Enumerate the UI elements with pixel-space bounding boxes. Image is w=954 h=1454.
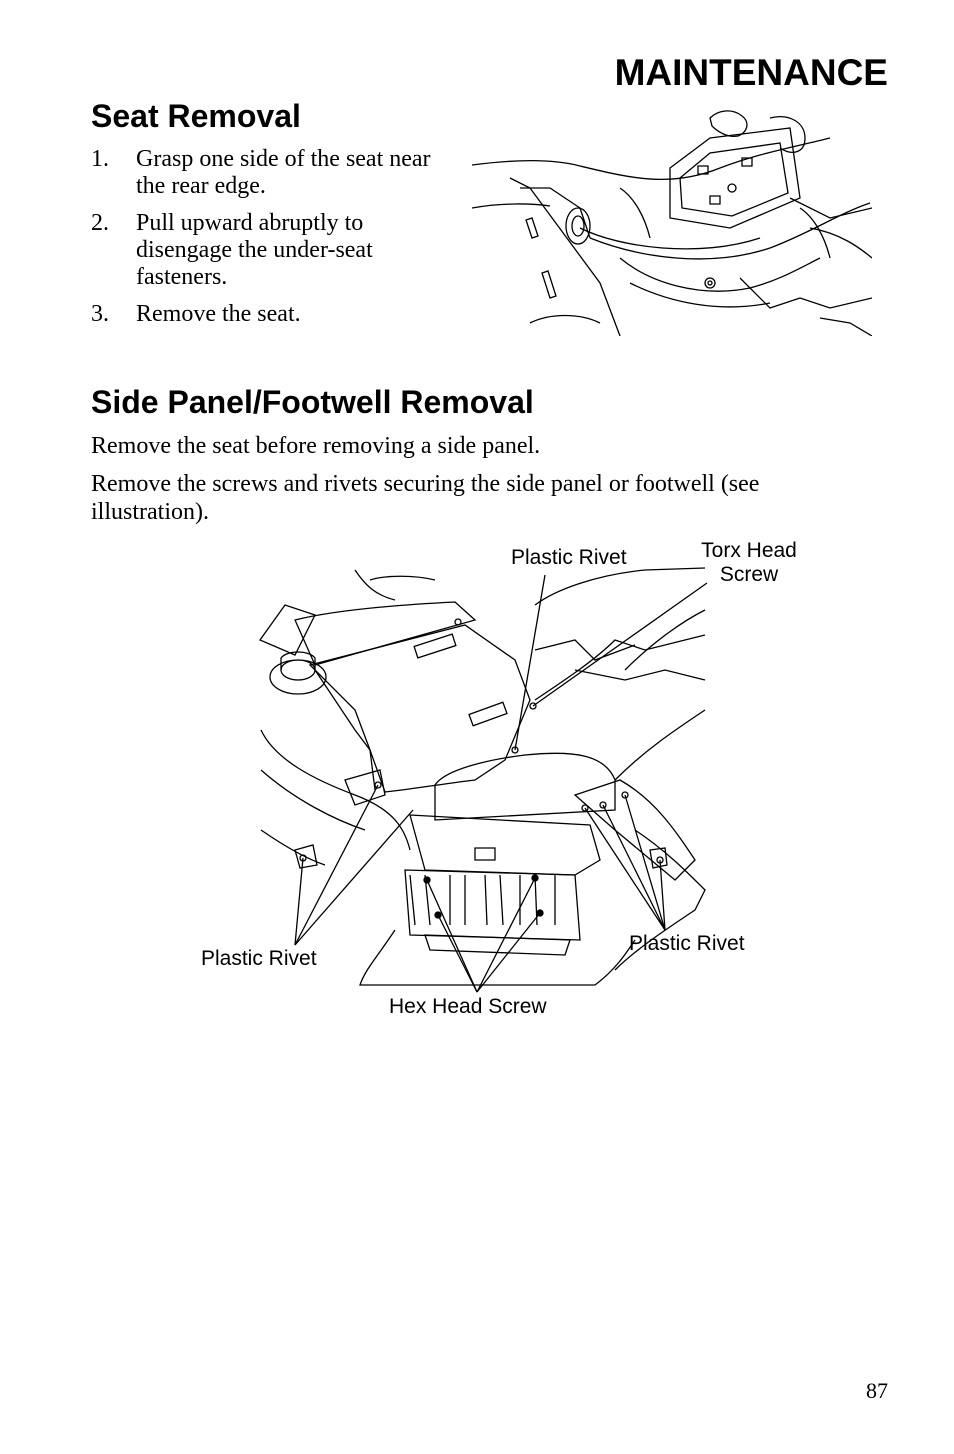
side-panel-paragraph: Remove the screws and rivets securing th…: [91, 471, 760, 525]
section-header: MAINTENANCE: [614, 52, 888, 93]
step-item: 3. Remove the seat.: [91, 301, 441, 328]
step-text: Pull upward abruptly to disengage the un…: [136, 210, 373, 290]
side-panel-heading: Side Panel/Footwell Removal: [91, 384, 534, 420]
callout-plastic-rivet-left: Plastic Rivet: [201, 947, 317, 970]
step-text: Grasp one side of the seat near the rear…: [136, 146, 431, 199]
step-number: 3.: [91, 301, 109, 327]
seat-removal-steps: 1. Grasp one side of the seat near the re…: [91, 146, 441, 338]
step-number: 2.: [91, 210, 109, 236]
seat-removal-illustration: [470, 108, 872, 336]
callout-hex-head-screw: Hex Head Screw: [389, 995, 547, 1018]
step-item: 2. Pull upward abruptly to disengage the …: [91, 210, 441, 291]
step-number: 1.: [91, 146, 109, 172]
side-panel-illustration: [195, 530, 815, 1030]
step-text: Remove the seat.: [136, 301, 301, 327]
page-number: 87: [866, 1378, 888, 1403]
step-item: 1. Grasp one side of the seat near the re…: [91, 146, 441, 200]
callout-plastic-rivet-top: Plastic Rivet: [511, 546, 627, 569]
callout-torx-line: Screw: [719, 563, 779, 586]
side-panel-paragraph: Remove the seat before removing a side p…: [91, 433, 541, 459]
seat-removal-heading: Seat Removal: [91, 98, 301, 134]
callout-plastic-rivet-right: Plastic Rivet: [629, 932, 745, 955]
callout-torx-line: Torx Head: [701, 539, 797, 562]
